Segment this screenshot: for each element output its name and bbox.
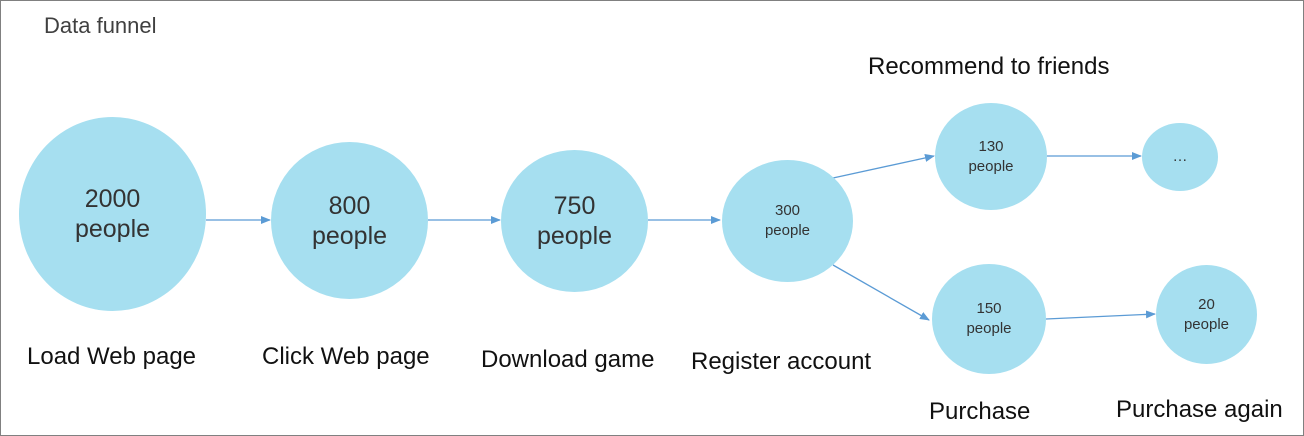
node-unit: people	[311, 221, 388, 250]
node-more-stages: …	[1142, 123, 1218, 191]
node-unit: people	[1183, 315, 1230, 333]
node-load-web-page: 2000 people	[19, 117, 206, 311]
arrow-register-to-recommend	[832, 154, 935, 179]
node-count: 750	[553, 192, 596, 220]
node-recommend-to-friends: 130 people	[935, 103, 1047, 210]
node-purchase: 150 people	[932, 264, 1046, 374]
node-count: 150	[976, 300, 1002, 317]
stage-label-click-web-page: Click Web page	[262, 343, 430, 370]
stage-label-load-web-page: Load Web page	[27, 343, 197, 370]
arrow-register-to-purchase	[832, 264, 930, 321]
node-count: 20	[1198, 295, 1215, 313]
node-count: 2000	[84, 185, 141, 213]
stage-label-purchase: Purchase	[929, 398, 1031, 425]
stage-label-register-account: Register account	[691, 348, 872, 375]
arrow-purchase-to-purchase-again	[1045, 310, 1156, 320]
node-download-game: 750 people	[501, 150, 648, 292]
node-unit: people	[966, 320, 1012, 337]
node-unit: people	[536, 222, 613, 250]
node-count: 300	[774, 202, 801, 219]
node-unit: people	[764, 222, 811, 239]
stage-label-recommend-to-friends: Recommend to friends	[868, 53, 1110, 80]
node-unit: people	[968, 157, 1014, 175]
node-ellipsis: …	[1172, 148, 1188, 165]
stage-label-download-game: Download game	[481, 346, 655, 373]
diagram-title: Data funnel	[44, 13, 157, 38]
node-unit: people	[74, 215, 151, 243]
node-register-account: 300 people	[722, 160, 853, 282]
node-purchase-again: 20 people	[1156, 265, 1257, 364]
node-click-web-page: 800 people	[271, 142, 428, 299]
node-count: 130	[978, 137, 1004, 155]
stage-label-purchase-again: Purchase again	[1116, 396, 1283, 423]
node-count: 800	[328, 191, 371, 220]
